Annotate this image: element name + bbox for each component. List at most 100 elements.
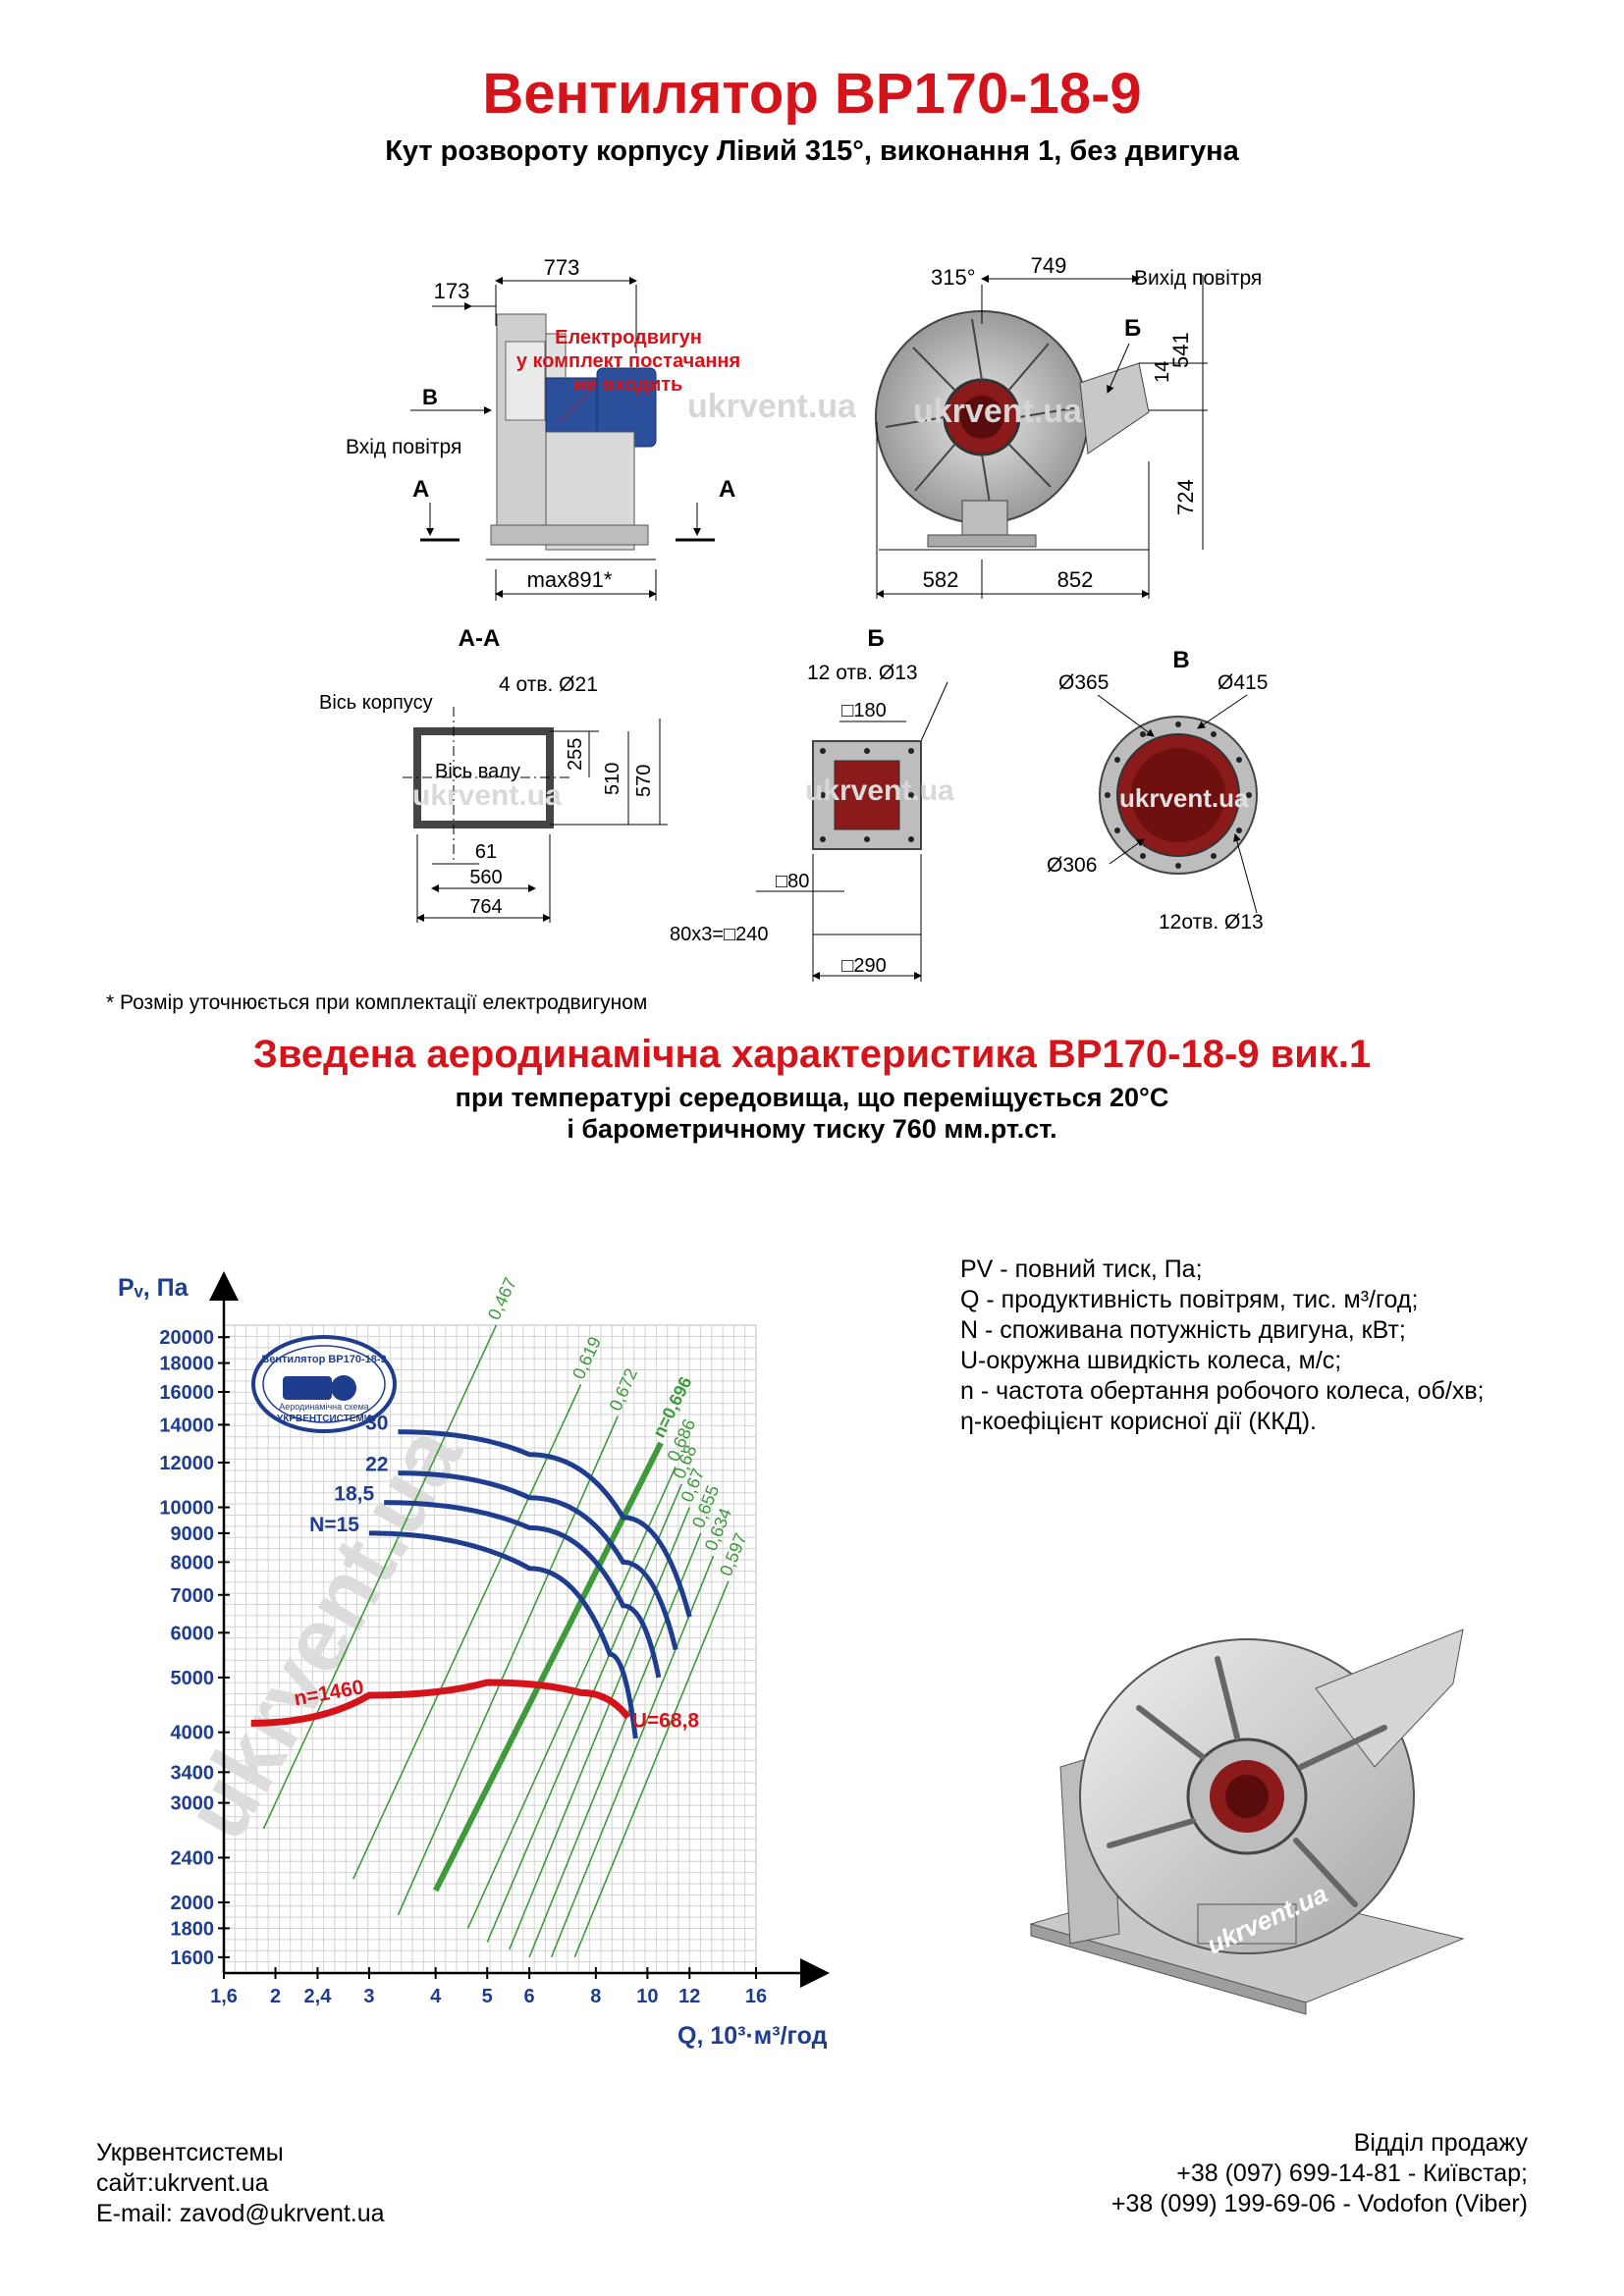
air-outlet-label: Вихід повітря [1134,267,1262,290]
dim-773: 773 [544,255,580,280]
y-tick-label: 8000 [171,1552,215,1574]
dim-570: 570 [633,765,655,797]
footer-right: Відділ продажу +38 (097) 699-14-81 - Киї… [1111,2128,1528,2219]
x-axis-label: Q, 10³·м³/год [677,2022,828,2050]
y-tick-label: 7000 [171,1585,215,1607]
y-tick-label: 9000 [171,1523,215,1545]
power-curve-label: 22 [365,1454,388,1476]
x-tick-label: 4 [430,1986,442,2007]
y-tick-label: 1600 [171,1948,215,1969]
speed-curve-end-label: U=68,8 [632,1710,700,1733]
dim-510: 510 [602,763,623,795]
power-curve [398,1429,692,1618]
dim-80: □80 [776,871,809,892]
dim-max891: max891* [527,567,613,592]
x-tick-label: 2 [270,1986,281,2007]
watermark-drawing-4: ukrvent.ua [805,774,954,807]
power-curve [398,1470,678,1651]
dim-173: 173 [434,279,470,303]
y-tick-label: 16000 [159,1382,214,1404]
dim-14: 14 [1152,361,1173,383]
section-aa-title: А-А [459,625,501,652]
dim-290: □290 [841,955,886,977]
dim-541: 541 [1168,332,1193,368]
phone-vodafone[interactable]: +38 (099) 199-69-06 - Vodofon (Viber) [1110,2190,1528,2217]
view-b-title: Б [867,625,884,652]
d306: Ø306 [1047,854,1097,877]
x-tick-label: 12 [678,1986,700,2007]
efficiency-line [486,1483,683,1944]
efficiency-line [466,1466,677,1929]
housing-axis-label: Вісь корпусу [319,692,433,714]
power-curve-label: N=15 [309,1514,359,1536]
efficiency-line [508,1507,691,1950]
view-v: В Ø365 Ø415 Ø306 12отв. Ø13 [1047,647,1268,934]
label-a-right: А [719,476,735,503]
holes-v: 12отв. Ø13 [1159,911,1264,934]
dim-180: □180 [841,700,886,721]
stamp-text-2: Аеродинамічна схема [279,1402,369,1412]
chart-grid [223,1324,757,1974]
dim-61: 61 [475,841,497,863]
power-curve [368,1530,638,1739]
power-curve [384,1500,662,1679]
aero-subtitle-2: і барометричному тиску 760 мм.рт.ст. [567,1114,1057,1144]
dim-240: 80x3=□240 [670,924,769,945]
y-tick-label: 1800 [171,1918,215,1940]
y-tick-label: 3000 [171,1793,215,1815]
power-curve-label: 30 [365,1413,388,1435]
label-b: Б [1124,315,1141,342]
d365: Ø365 [1058,671,1109,694]
chart-stamp: Вентилятор ВР170-18-9 Аеродинамічна схем… [251,1335,397,1433]
air-inlet-label: Вхід повітря [346,436,461,458]
y-tick-label: 14000 [159,1415,214,1436]
view-v-title: В [1172,647,1189,673]
side-view: 773 173 Електродвигун у комплект постача… [346,255,740,601]
dim-582: 582 [923,567,959,592]
efficiency-line [528,1532,702,1958]
stamp-text-3: УКРВЕНТСИСТЕМИ [277,1414,371,1424]
power-curves: 30 22 18,5N=15 [309,1413,692,1739]
footer-left: Укрвентсистемы сайт:ukrvent.ua E-mail: z… [96,2138,385,2229]
efficiency-line [262,1324,498,1830]
y-tick-label: 4000 [171,1723,215,1744]
phone-kyivstar[interactable]: +38 (097) 699-14-81 - Київстар; [1176,2160,1528,2187]
y-axis-label: Pᵥ, Па [118,1274,189,1302]
company-name: Укрвентсистемы [96,2139,284,2166]
dim-852: 852 [1057,567,1094,592]
x-tick-label: 5 [482,1986,493,2007]
fan-illustration: ukrvent.ua [1029,1629,1465,2015]
aero-title: Зведена аеродинамічна характеристика ВР1… [252,1033,1372,1076]
dim-560: 560 [469,867,502,888]
efficiency-line [550,1555,715,1958]
x-tick-label: 3 [363,1986,374,2007]
dim-764: 764 [469,896,502,918]
y-tick-label: 2400 [171,1847,215,1869]
page-subtitle: Кут розвороту корпусу Лівий 315°, викона… [385,135,1239,167]
angle-315: 315° [931,265,976,290]
holes-aa: 4 отв. Ø21 [499,673,598,696]
power-curve-label: 18,5 [334,1483,374,1506]
efficiency-line [397,1415,620,1916]
x-tick-label: 8 [590,1986,601,2007]
watermark-drawing-3: ukrvent.ua [412,779,562,812]
dim-724: 724 [1173,479,1198,515]
y-tick-label: 5000 [171,1668,215,1689]
x-tick-label: 10 [636,1986,658,2007]
y-tick-label: 6000 [171,1623,215,1644]
stamp-text-1: Вентилятор ВР170-18-9 [261,1354,386,1365]
company-site[interactable]: сайт:ukrvent.ua [96,2169,269,2197]
legend-item-n: N - споживана потужність двигуна, кВт; [960,1316,1406,1344]
view-b: Б 12 отв. Ø13 □180 □80 80x3=□240 □290 [670,625,948,982]
y-tick-label: 20000 [159,1327,214,1349]
y-tick-label: 12000 [159,1453,214,1474]
legend-item-pv: PV - повний тиск, Па; [960,1255,1203,1283]
motor-note-1: Електродвигун [555,327,702,348]
y-tick-label: 2000 [171,1893,215,1914]
efficiency-label: 0,467 [484,1274,520,1322]
sales-title: Відділ продажу [1353,2129,1528,2157]
company-email[interactable]: E-mail: zavod@ukrvent.ua [96,2200,385,2227]
dim-749: 749 [1031,253,1067,278]
dim-255: 255 [565,738,586,771]
